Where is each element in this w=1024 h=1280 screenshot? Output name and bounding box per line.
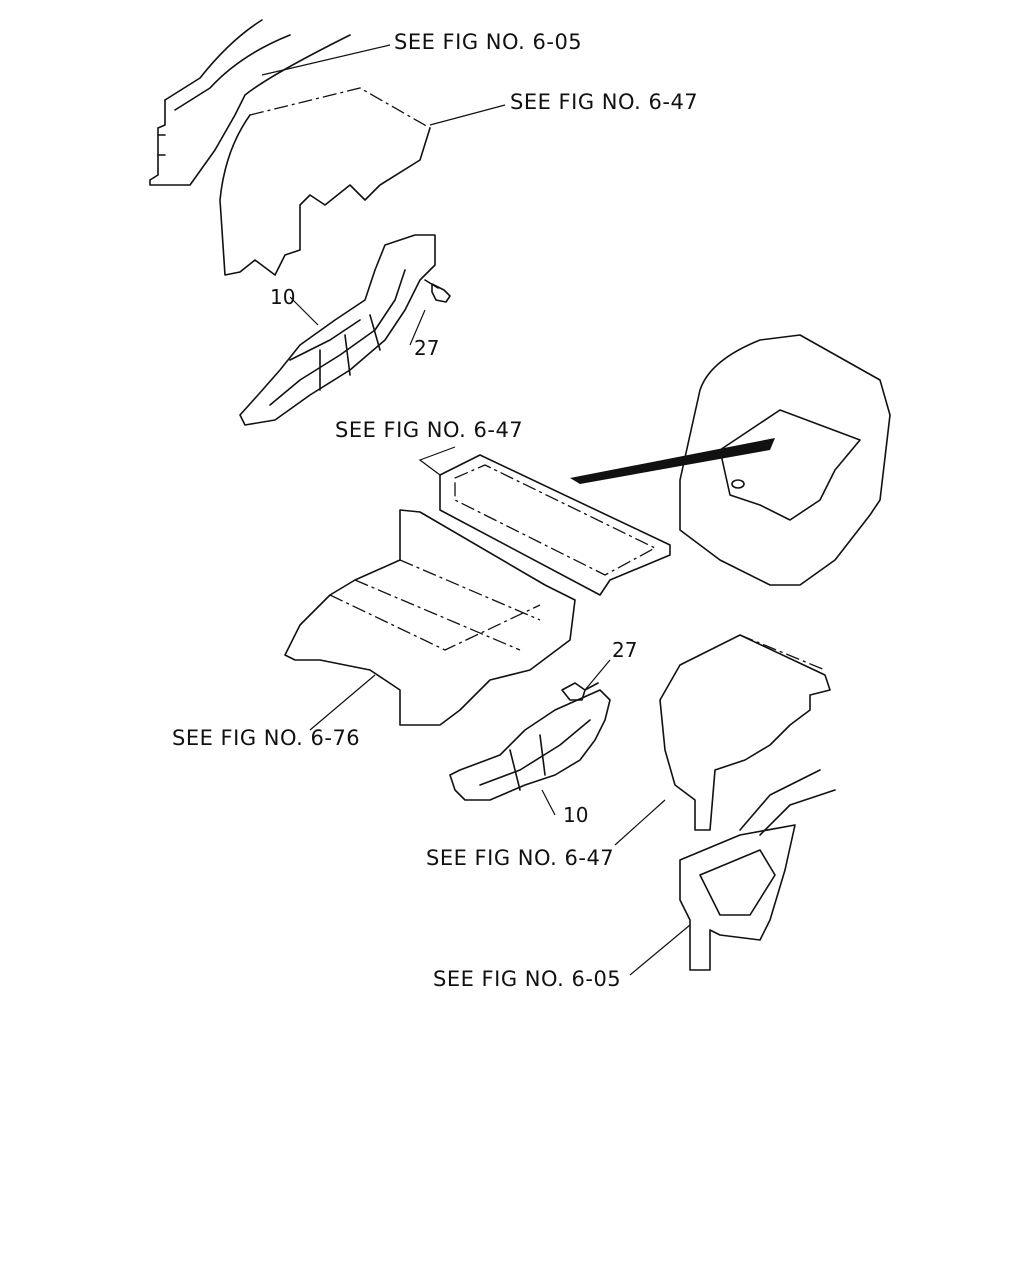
upper-bracket xyxy=(239,234,436,426)
callout-fig-6-05-bottom: SEE FIG NO. 6-05 xyxy=(433,967,622,991)
upper-fender-panel xyxy=(149,19,351,186)
floor-pan xyxy=(284,509,576,726)
lower-fender-panel xyxy=(679,769,836,971)
callout-fig-6-76: SEE FIG NO. 6-76 xyxy=(172,726,361,750)
lower-bolt xyxy=(561,682,599,701)
callout-fig-6-47-top: SEE FIG NO. 6-47 xyxy=(510,90,699,114)
part-number-27-upper: 27 xyxy=(414,336,440,360)
rear-shelf-panel xyxy=(439,454,671,596)
lower-bracket xyxy=(449,689,611,801)
part-number-27-lower: 27 xyxy=(612,638,638,662)
callout-fig-6-47-bottom: SEE FIG NO. 6-47 xyxy=(426,846,615,870)
callout-fig-6-05-top: SEE FIG NO. 6-05 xyxy=(394,30,583,54)
callout-fig-6-47-mid: SEE FIG NO. 6-47 xyxy=(335,418,524,442)
part-number-10-upper: 10 xyxy=(270,285,296,309)
part-number-10-lower: 10 xyxy=(563,803,589,827)
lower-wheelhouse-panel xyxy=(659,634,831,831)
leader-lines xyxy=(261,44,691,976)
vehicle-overview xyxy=(570,334,891,586)
upper-bolt xyxy=(424,279,451,303)
upper-wheelhouse-panel xyxy=(219,87,431,276)
